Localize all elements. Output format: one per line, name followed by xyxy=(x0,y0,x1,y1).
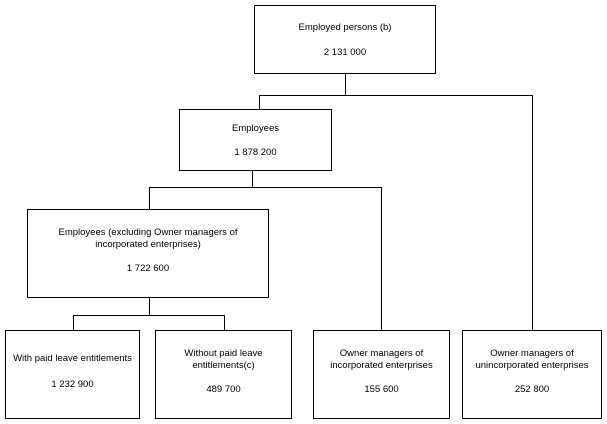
node-value: 155 600 xyxy=(364,384,399,395)
node-value: 252 800 xyxy=(514,384,550,395)
node-label: Owner managers of unincorporated enterpr… xyxy=(475,348,589,371)
node-value: 1 878 200 xyxy=(234,147,277,158)
node-employees: Employees 1 878 200 xyxy=(179,109,332,171)
node-employees-excluding-owner-managers: Employees (excluding Owner managers of i… xyxy=(27,209,269,298)
node-with-paid-leave: With paid leave entitlements 1 232 900 xyxy=(5,330,140,419)
node-label: Without paid leave entitlements(c) xyxy=(184,348,263,371)
node-employed-persons: Employed persons (b) 2 131 000 xyxy=(254,5,436,74)
node-label: Owner managers of incorporated enterpris… xyxy=(330,348,433,371)
node-value: 1 232 900 xyxy=(51,379,94,390)
node-owner-managers-incorporated: Owner managers of incorporated enterpris… xyxy=(313,330,450,419)
node-owner-managers-unincorporated: Owner managers of unincorporated enterpr… xyxy=(462,330,602,419)
node-without-paid-leave: Without paid leave entitlements(c) 489 7… xyxy=(155,330,292,419)
node-label: With paid leave entitlements xyxy=(13,353,132,364)
node-label: Employees (excluding Owner managers of i… xyxy=(58,227,238,250)
node-value: 489 700 xyxy=(206,384,241,395)
node-label: Employees xyxy=(232,123,279,134)
node-value: 1 722 600 xyxy=(126,263,170,274)
node-value: 2 131 000 xyxy=(323,47,367,58)
node-label: Employed persons (b) xyxy=(298,22,392,33)
